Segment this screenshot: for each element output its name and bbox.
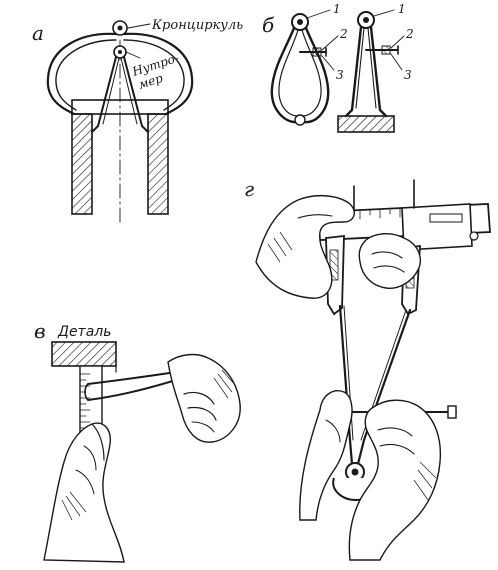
lower-left-hand-g [299, 390, 353, 521]
b-right-num-3: 3 [404, 68, 412, 82]
left-hand-v [43, 422, 125, 563]
lower-right-hand-g [348, 399, 442, 561]
right-hand-v [167, 353, 241, 443]
panel-b-letter: б [262, 13, 275, 37]
panel-v-letter: в [34, 319, 46, 343]
b-left-num-3: 3 [336, 68, 344, 82]
upper-hand-g [255, 194, 355, 299]
panel-a-letter: а [32, 21, 44, 45]
panel-a: а Кронц [32, 18, 243, 223]
panel-g: г [244, 177, 491, 561]
panel-b: б 1 2 3 [262, 2, 414, 133]
b-left-num-1: 1 [333, 2, 341, 16]
right-hand-g [358, 233, 422, 289]
hollow-part-section [71, 39, 169, 223]
panel-v: в Деталь [34, 319, 241, 563]
inside-caliper [91, 45, 149, 133]
caliper-with-ball [270, 9, 339, 126]
caliper-on-block [337, 9, 405, 133]
callout-caliper: Кронциркуль [151, 18, 243, 33]
b-left-num-2: 2 [339, 27, 348, 41]
b-right-num-1: 1 [398, 2, 406, 16]
vernier-caliper [317, 179, 491, 316]
part-label: Деталь [57, 324, 111, 340]
outside-caliper [46, 20, 194, 116]
b-right-num-2: 2 [405, 27, 414, 41]
panel-g-letter: г [244, 177, 254, 201]
